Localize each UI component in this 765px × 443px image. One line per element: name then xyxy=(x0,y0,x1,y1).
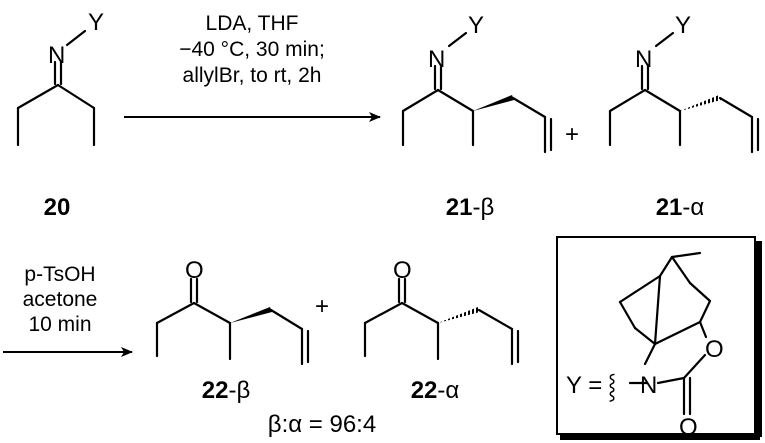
atom-y: Y xyxy=(88,9,104,36)
condition-time: 10 min xyxy=(28,313,91,336)
compound-22-beta: O xyxy=(155,257,310,366)
compound-label-21-beta: 21-β xyxy=(446,194,495,221)
hash-bond xyxy=(438,307,480,323)
hash-bond xyxy=(680,95,721,111)
atom-o: O xyxy=(185,257,204,284)
condition-lda-thf: LDA, THF xyxy=(206,12,299,35)
compound-label-21-alpha: 21-α xyxy=(656,194,705,221)
wedge-bond xyxy=(230,307,272,323)
atom-n: N xyxy=(428,46,445,73)
aux-atom-o-carbonyl: O xyxy=(679,414,698,441)
auxiliary-box: O O N ⸾ Y = xyxy=(556,236,762,441)
selectivity-ratio: β:α = 96:4 xyxy=(268,411,376,438)
aux-y-equals: Y = xyxy=(566,372,602,399)
compound-label-20: 20 xyxy=(44,194,71,221)
compound-label-22-beta: 22-β xyxy=(202,377,251,404)
step2-conditions: p-TsOH acetone 10 min xyxy=(23,263,98,336)
atom-o: O xyxy=(393,257,412,284)
plus-sign-2: + xyxy=(315,293,329,320)
condition-ptsoh: p-TsOH xyxy=(24,263,95,286)
step1-conditions: LDA, THF −40 °C, 30 min; allylBr, to rt,… xyxy=(179,12,325,87)
compound-label-22-alpha: 22-α xyxy=(411,377,460,404)
wedge-bond xyxy=(473,95,514,111)
condition-temperature: −40 °C, 30 min; xyxy=(179,38,325,61)
condition-acetone: acetone xyxy=(23,288,98,311)
compound-22-alpha: O xyxy=(363,257,520,366)
compound-21-alpha: N Y xyxy=(608,12,760,154)
condition-allylbr: allylBr, to rt, 2h xyxy=(183,64,322,87)
atom-y: Y xyxy=(675,12,691,39)
atom-n: N xyxy=(48,42,65,69)
compound-21-beta: N Y xyxy=(401,12,553,154)
aux-atom-o-ring: O xyxy=(705,336,724,363)
compound-20: N Y xyxy=(16,9,104,147)
plus-sign-1: + xyxy=(565,121,579,148)
aux-atom-n: N xyxy=(640,372,657,399)
atom-n: N xyxy=(635,46,652,73)
wavy-bond-icon: ⸾ xyxy=(608,373,617,402)
atom-y: Y xyxy=(468,12,484,39)
